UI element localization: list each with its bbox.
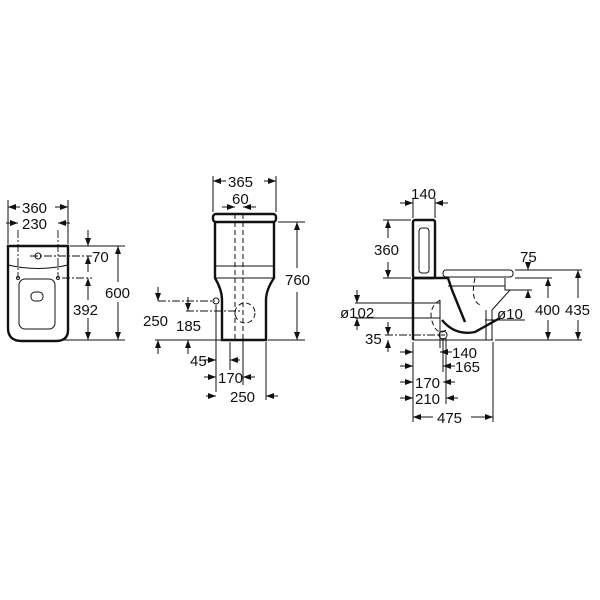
dim-165-label: 165 <box>455 359 480 376</box>
dim-230-label: 230 <box>22 216 47 233</box>
dim-400-label: 400 <box>535 302 560 319</box>
tank-edge <box>7 264 69 269</box>
side-view: 140 360 75 400 435 ø102 ø10 35 <box>340 186 590 427</box>
dim-35-label: 35 <box>365 331 382 348</box>
dim-185-label: 185 <box>176 318 201 335</box>
inlet-point <box>212 297 220 305</box>
bowl-rim <box>448 278 512 291</box>
dim-360-label: 360 <box>374 242 399 259</box>
tank-lid <box>211 212 278 224</box>
seat <box>442 269 514 278</box>
dim-75-label: 75 <box>520 249 537 266</box>
dim-170-label: 170 <box>218 370 243 387</box>
seat-outline <box>18 278 56 330</box>
dim-210-label: 210 <box>415 391 440 408</box>
dim-435-label: 435 <box>565 302 590 319</box>
bowl-opening <box>30 291 44 302</box>
dim-60-label: 60 <box>232 191 249 208</box>
top-view: 360 230 70 392 600 <box>6 200 130 343</box>
body-outline <box>213 222 276 342</box>
dim-170-label: 170 <box>415 375 440 392</box>
dim-250-vertical-label: 250 <box>143 313 168 330</box>
trapway <box>441 316 501 334</box>
dim-600-label: 600 <box>105 285 130 302</box>
dim-475-label: 475 <box>437 410 462 427</box>
flush-mechanism <box>418 227 430 274</box>
dim-360-label: 360 <box>22 200 47 217</box>
dim-365-label: 365 <box>228 174 253 191</box>
dim-140-label: 140 <box>452 345 477 362</box>
cistern-outline <box>411 218 437 280</box>
diameter-10-label: ø10 <box>497 306 523 323</box>
rear-view: 365 60 760 250 185 45 170 250 <box>143 174 310 406</box>
diameter-102-label: ø102 <box>340 305 374 322</box>
bowl-outline <box>6 244 70 343</box>
body-rear <box>411 276 467 340</box>
dim-45-label: 45 <box>190 353 207 370</box>
dim-392-label: 392 <box>73 302 98 319</box>
dim-140-top-label: 140 <box>411 186 436 203</box>
outlet-circle <box>234 302 256 324</box>
dim-70-label: 70 <box>92 249 109 266</box>
dim-760-label: 760 <box>285 272 310 289</box>
dim-250-horizontal-label: 250 <box>230 389 255 406</box>
